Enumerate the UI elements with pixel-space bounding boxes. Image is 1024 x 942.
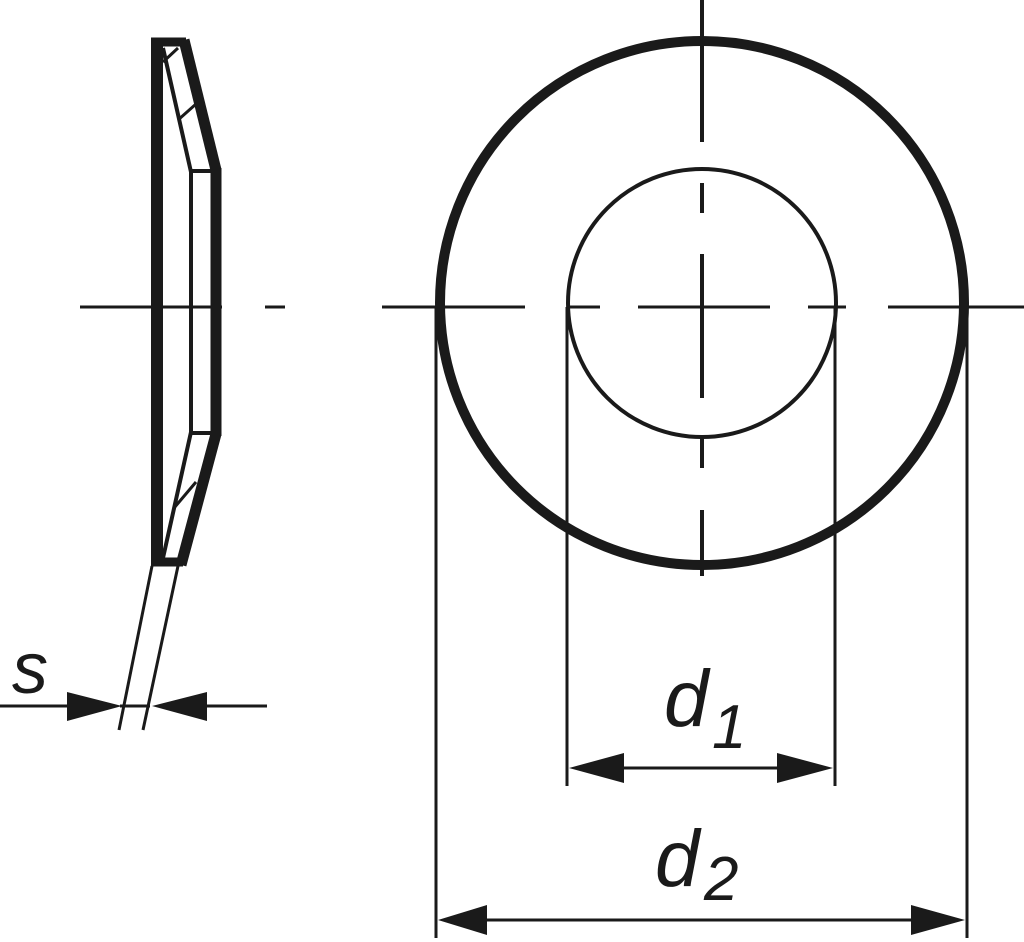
d2-label-symbol: d: [655, 814, 702, 903]
d1-label-subscript: 1: [712, 693, 746, 762]
d2-label-subscript: 2: [703, 845, 738, 914]
thickness-extension-left: [117, 565, 154, 731]
d1-label-symbol: d: [664, 654, 711, 743]
side-view: [0, 37, 400, 731]
thickness-arrow-left-icon: [67, 692, 122, 721]
profile-hatch-2: [177, 102, 197, 122]
thickness-arrow-right-icon: [152, 692, 207, 721]
d2-arrow-right-icon: [911, 905, 965, 935]
d2-arrow-left-icon: [438, 905, 487, 935]
profile-hatch-3: [172, 481, 198, 509]
profile-hatch-1: [161, 46, 180, 64]
profile-lower-slope-outer: [175, 432, 222, 567]
front-view: [382, 0, 1024, 938]
profile-lower-slope-inner: [161, 431, 193, 559]
profile-upper-slope-outer: [178, 38, 222, 172]
thickness-label: s: [12, 629, 48, 709]
d1-arrow-right-icon: [777, 753, 833, 783]
thickness-extension-right: [141, 565, 180, 731]
profile-upper-slope-inner: [161, 47, 193, 173]
d1-arrow-left-icon: [569, 753, 624, 783]
